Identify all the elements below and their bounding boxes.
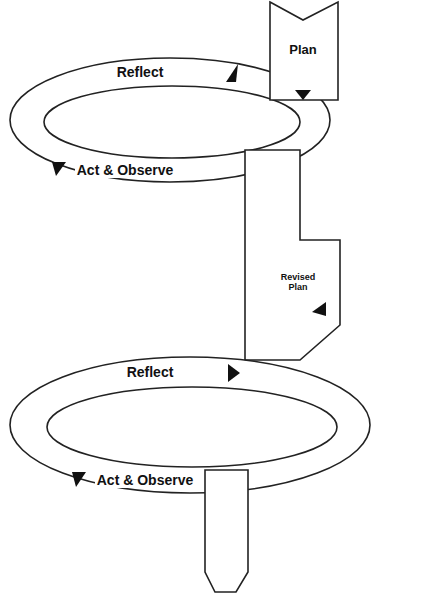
spiral-stage-label: Act & Observe — [95, 472, 195, 488]
plan-arrow-band — [270, 2, 338, 100]
spiral-stage-label: Revised Plan — [274, 272, 322, 293]
direction-arrowhead — [52, 162, 66, 176]
spiral-tail — [205, 470, 248, 592]
direction-arrowhead — [72, 472, 86, 487]
spiral-stage-label: Plan — [287, 43, 318, 58]
direction-arrowhead — [226, 64, 238, 82]
descending-band — [245, 150, 340, 360]
spiral-stage-label: Reflect — [125, 364, 176, 380]
spiral-loop — [10, 357, 370, 493]
direction-arrowhead — [228, 364, 240, 382]
spiral-stage-label: Act & Observe — [75, 162, 175, 178]
spiral-stage-label: Reflect — [115, 64, 166, 80]
direction-arrowhead — [295, 90, 311, 100]
direction-arrowhead — [312, 302, 326, 316]
